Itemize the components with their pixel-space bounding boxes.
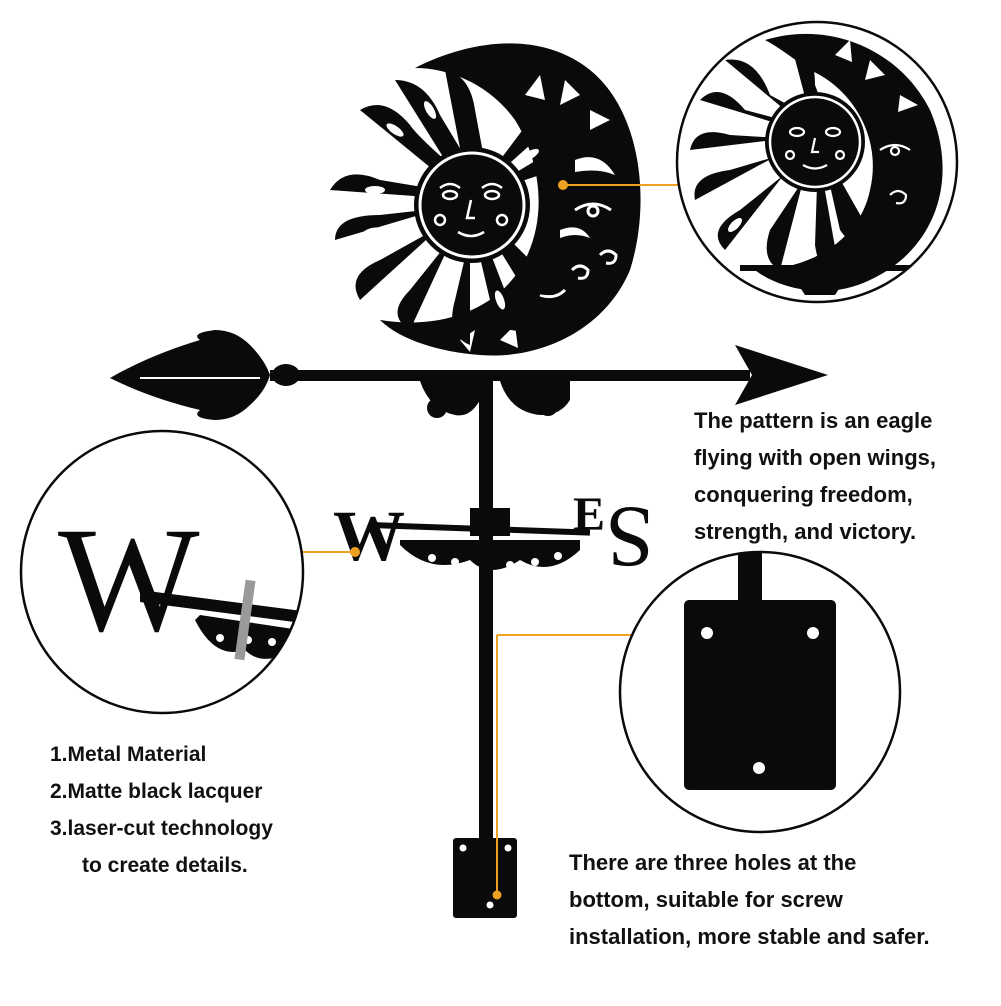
feature-item: 2.Matte black lacquer [50,780,263,803]
moon-crescent [380,43,641,356]
compass-west-letter: W [333,496,405,576]
description-line: conquering freedom, [694,482,913,507]
sun-moon-zoom-circle [675,20,959,304]
holes-line: bottom, suitable for screw [569,887,843,912]
callout-lines [298,180,678,900]
feature-list: 1.Metal Material 2.Matte black lacquer 3… [50,736,273,884]
plate-zoom-circle [618,550,902,834]
feature-item: 1.Metal Material [50,743,207,766]
compass-south-letter: S [605,488,654,585]
compass-arms [374,508,591,570]
feature-item: 3.laser-cut technology [50,817,273,840]
mounting-plate [453,838,517,918]
holes-line: installation, more stable and safer. [569,924,930,949]
pattern-description: The pattern is an eagle flying with open… [694,402,936,550]
compass-east-letter: E [573,488,605,541]
holes-description: There are three holes at the bottom, sui… [569,844,930,955]
pole [479,370,493,858]
feature-item: to create details. [82,854,248,877]
arrow [110,330,828,420]
description-line: strength, and victory. [694,519,917,544]
holes-line: There are three holes at the [569,850,857,875]
description-line: flying with open wings, [694,445,936,470]
description-line: The pattern is an eagle [694,408,933,433]
zoom-w-letter: W [58,497,200,663]
sun-moon-emblem [330,43,641,356]
w-letter-zoom-circle: W [19,429,305,715]
